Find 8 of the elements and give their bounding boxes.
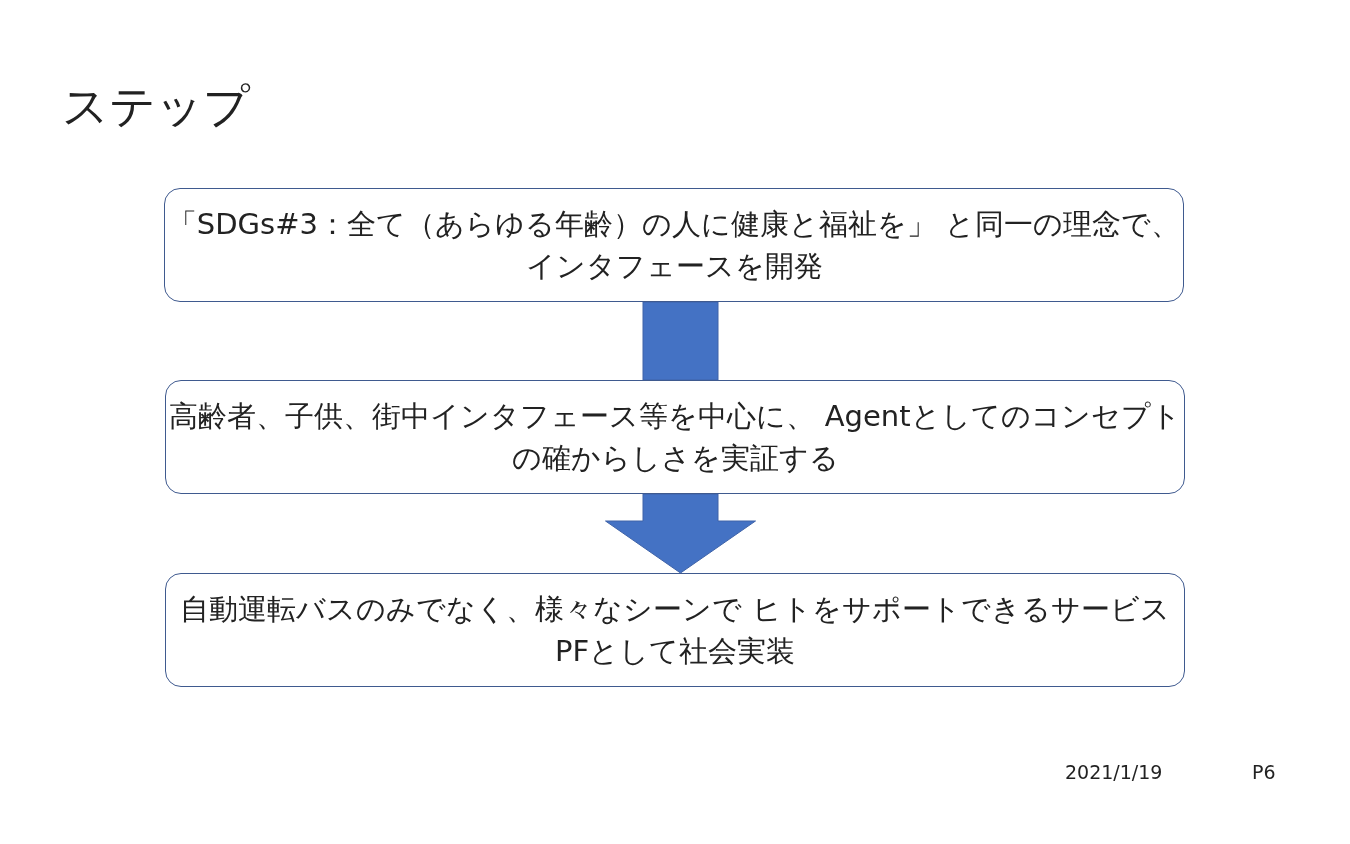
block-arrow [642, 301, 719, 381]
slide-title: ステップ [62, 78, 250, 134]
page-number: P6 [1252, 760, 1276, 784]
step-box: 「SDGs#3：全て（あらゆる年齢）の人に健康と福祉を」 と同一の理念で、インタフェースを開発 [164, 188, 1184, 302]
date-label: 2021/1/19 [1065, 760, 1163, 784]
step-box: 自動運転バスのみでなく、様々なシーンで ヒトをサポートできるサービスPFとして社会実装 [165, 573, 1185, 687]
block-arrow [605, 493, 756, 574]
step-box: 高齢者、子供、街中インタフェース等を中心に、 Agentとしてのコンセプトの確からしさを実証する [165, 380, 1185, 494]
